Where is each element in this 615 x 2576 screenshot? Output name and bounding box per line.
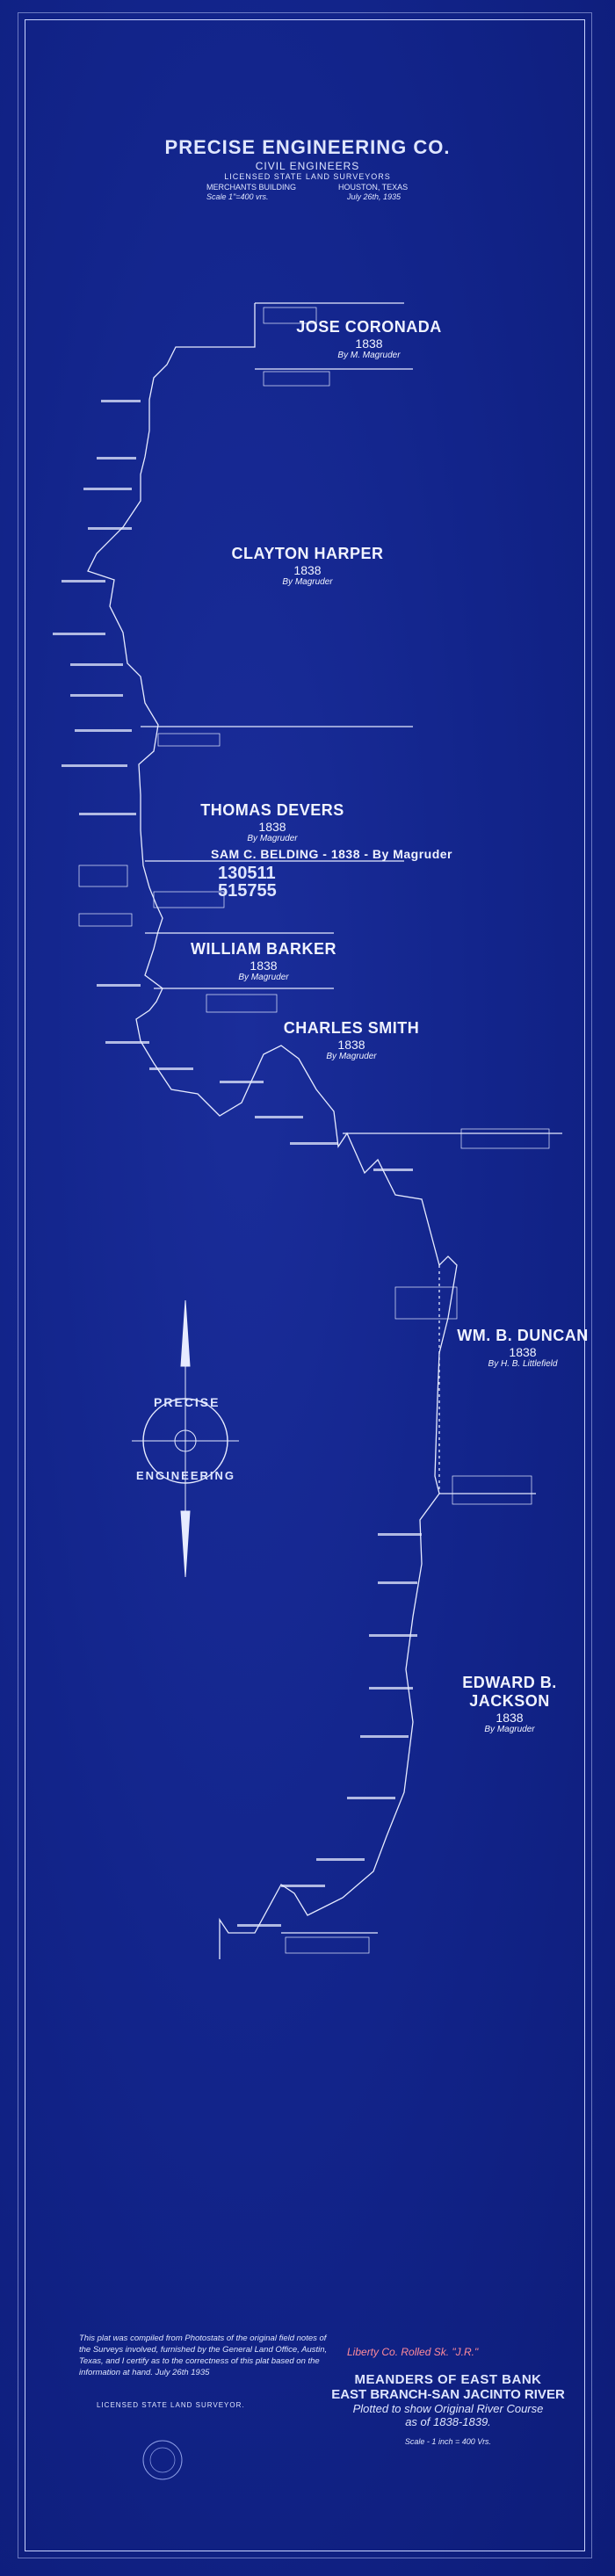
civil-engineers: CIVIL ENGINEERS bbox=[255, 160, 360, 172]
company-name: PRECISE ENGINEERING CO. bbox=[164, 136, 451, 158]
title-line-4: as of 1838-1839. bbox=[405, 2415, 491, 2428]
licensed-footer: LICENSED STATE LAND SURVEYOR. bbox=[97, 2401, 245, 2409]
survey-sam-belding: SAM C. BELDING - 1838 - By Magruder bbox=[211, 847, 452, 861]
seal bbox=[142, 2440, 183, 2480]
title-scale: Scale - 1 inch = 400 Vrs. bbox=[404, 2437, 492, 2446]
red-annotation: Liberty Co. Rolled Sk. "J.R." bbox=[347, 2346, 479, 2358]
outer-border bbox=[18, 12, 592, 2558]
header-scale: Scale 1"=400 vrs. bbox=[206, 192, 269, 201]
title-block: MEANDERS OF EAST BANK EAST BRANCH-SAN JA… bbox=[316, 2372, 580, 2446]
title-line-1: MEANDERS OF EAST BANK bbox=[354, 2372, 542, 2387]
certification-note: This plat was compiled from Photostats o… bbox=[79, 2334, 328, 2377]
licensed-surveyors: LICENSED STATE LAND SURVEYORS bbox=[224, 172, 391, 181]
north-arrow bbox=[132, 1299, 239, 1578]
compass-bottom-text: ENGINEERING bbox=[136, 1469, 236, 1482]
title-line-2: EAST BRANCH-SAN JACINTO RIVER bbox=[331, 2387, 565, 2402]
city: HOUSTON, TEXAS bbox=[338, 183, 409, 192]
inner-border bbox=[25, 19, 585, 2551]
building: MERCHANTS BUILDING bbox=[206, 183, 297, 192]
title-line-3: Plotted to show Original River Course bbox=[352, 2402, 544, 2415]
compass-top-text: PRECISE bbox=[154, 1395, 221, 1409]
header-date: July 26th, 1935 bbox=[347, 192, 402, 201]
